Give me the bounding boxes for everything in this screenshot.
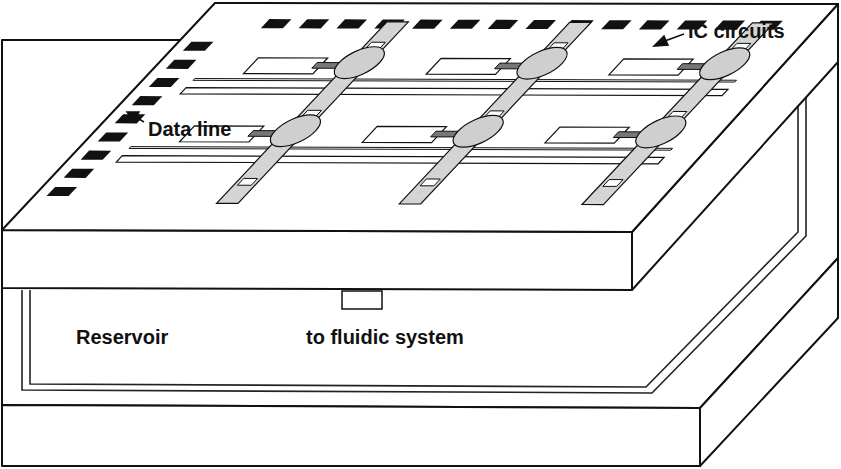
part-label: IC circuits	[688, 20, 785, 42]
part-label: Reservoir	[76, 326, 168, 348]
part-label: Data line	[148, 118, 231, 140]
ic-array	[40, 19, 792, 205]
fluidic-port	[342, 291, 382, 309]
top-slab	[2, 3, 838, 290]
leader-arrows	[127, 34, 684, 122]
part-label: to fluidic system	[306, 326, 464, 348]
